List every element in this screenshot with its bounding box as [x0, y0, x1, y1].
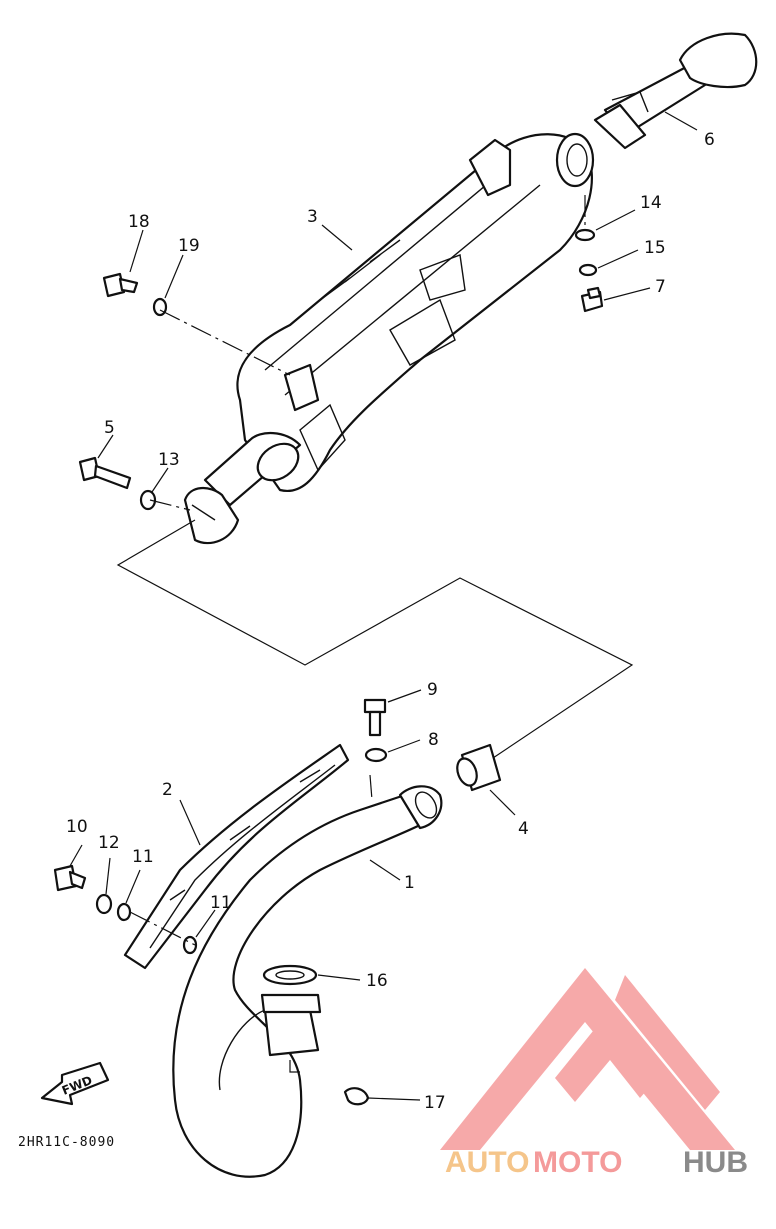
- pipe-fasteners: [53, 698, 502, 1106]
- callout-7: 7: [655, 277, 666, 297]
- callout-8: 8: [428, 730, 439, 750]
- callout-5: 5: [104, 418, 115, 438]
- watermark-logo: [440, 968, 735, 1150]
- callout-4: 4: [518, 819, 529, 839]
- callout-12: 12: [98, 833, 120, 853]
- muffler: [183, 132, 595, 545]
- callout-11-lower: 11: [210, 893, 232, 913]
- callout-17: 17: [424, 1093, 446, 1113]
- callout-10: 10: [66, 817, 88, 837]
- muffler-fasteners: [78, 228, 604, 511]
- watermark-word-hub: HUB: [683, 1146, 748, 1179]
- callout-11-upper: 11: [132, 847, 154, 867]
- callout-16: 16: [366, 971, 388, 991]
- callout-2: 2: [162, 780, 173, 800]
- callout-1: 1: [404, 873, 415, 893]
- exhaust-pipe: [172, 785, 443, 1178]
- callout-13: 13: [158, 450, 180, 470]
- callout-19: 19: [178, 236, 200, 256]
- center-lines: [116, 195, 634, 801]
- callout-6: 6: [704, 130, 715, 150]
- watermark-word-moto: MOTO: [533, 1146, 622, 1179]
- watermark-triangle: [440, 968, 735, 1150]
- callout-labels: 18 19 3 5 13 6 14 15 7 9 8 4 1 2 10 12 1…: [66, 130, 715, 1113]
- fwd-arrow: FWD: [40, 1061, 110, 1106]
- callout-14: 14: [640, 193, 662, 213]
- callout-15: 15: [644, 238, 666, 258]
- callout-18: 18: [128, 212, 150, 232]
- callout-9: 9: [427, 680, 438, 700]
- drawing-code: 2HR11C-8090: [18, 1135, 115, 1150]
- watermark-wordmark: AUTO MOTO HUB: [445, 1146, 748, 1179]
- callout-3: 3: [307, 207, 318, 227]
- silencer-tail: [593, 32, 758, 150]
- leader-lines: [69, 111, 698, 1101]
- watermark-word-auto: AUTO: [445, 1146, 529, 1179]
- heat-shield: [123, 743, 350, 970]
